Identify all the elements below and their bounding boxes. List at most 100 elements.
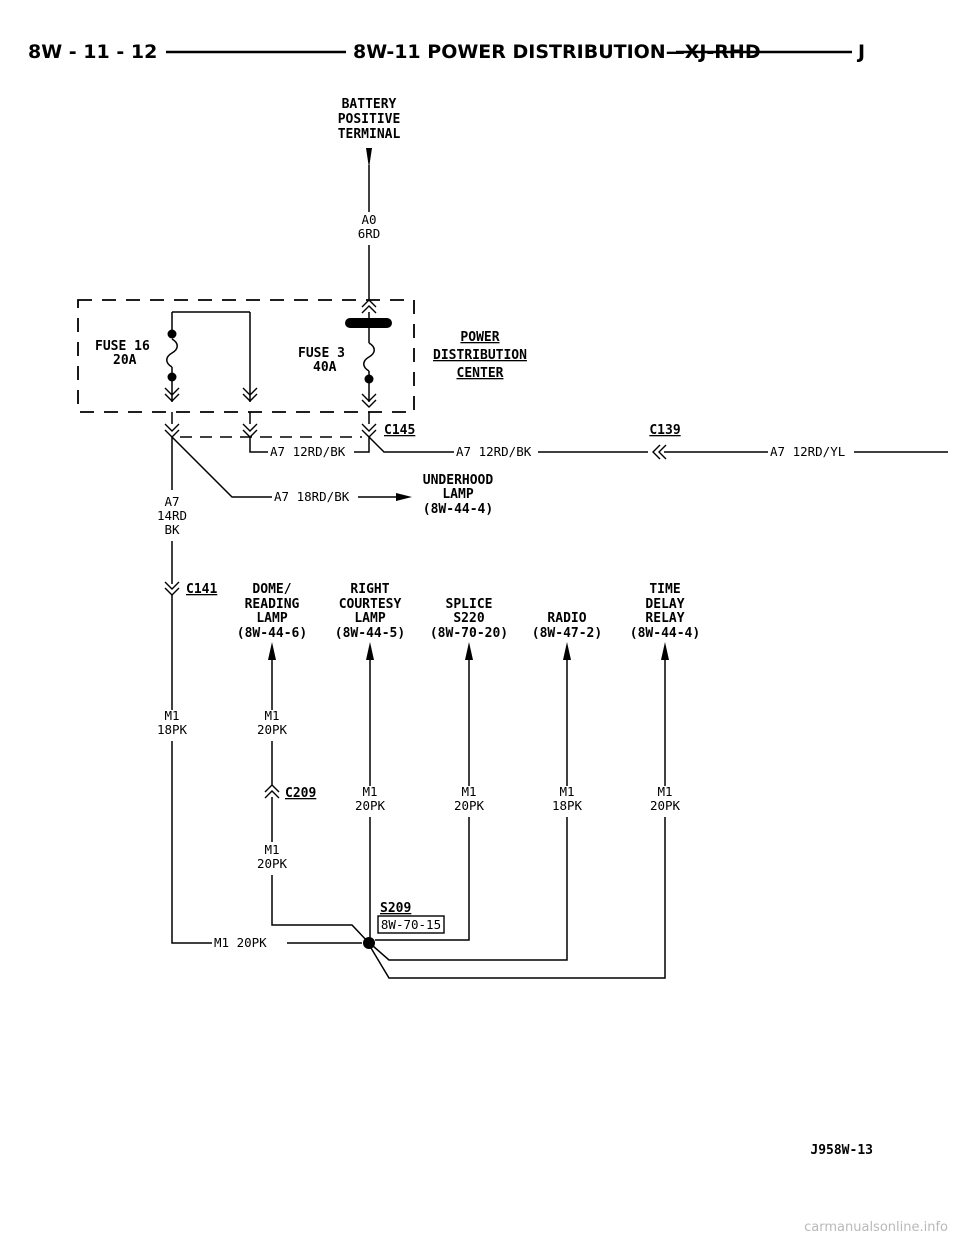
fuse3-element-icon [363, 342, 375, 372]
wire-splice-to-s209 [375, 817, 470, 941]
model-code: J [856, 41, 865, 63]
pdc-busbar-icon [345, 318, 392, 328]
wire-a7-12rd-bk-junction [354, 435, 454, 453]
dest-radio-line1: RADIO [547, 611, 586, 626]
wire-courtesy-gauge-color: 20PK [355, 798, 386, 813]
wire-a0-circuit: A0 [361, 212, 376, 227]
wire-a7-18rd-bk-label: A7 18RD/BK [274, 489, 350, 504]
c209-label: C209 [285, 786, 316, 801]
wire-a7-14rd-bk-gauge: 14RD [157, 508, 187, 523]
dest-courtesy-line2: COURTESY [339, 597, 402, 612]
wire-splice-circuit: M1 [461, 784, 476, 799]
c145-fuse16-pin-icon [164, 423, 180, 438]
dest-time-delay-relay: TIME DELAY RELAY (8W-44-4) [630, 582, 700, 641]
wire-radio-circuit: M1 [559, 784, 574, 799]
wire-m1-main-gauge-color: 18PK [157, 722, 188, 737]
underhood-lamp-line2: LAMP [442, 487, 473, 502]
wire-delay-to-s209 [370, 817, 666, 979]
dest-dome-ref: (8W-44-6) [237, 626, 307, 641]
bypass-output-connector-icon [242, 387, 258, 402]
wire-a7-12rd-bk-left-lead [249, 437, 268, 453]
battery-terminal-arrow-icon [366, 148, 372, 168]
c139-connector-icon [652, 444, 667, 460]
splice-s209-ref-box [377, 915, 445, 934]
pdc-outline [77, 299, 415, 413]
battery-positive-terminal: BATTERY POSITIVE TERMINAL [338, 97, 401, 168]
dome-lamp-arrow-icon [268, 642, 276, 660]
pdc-label-line1: POWER [460, 330, 499, 345]
dest-radio-ref: (8W-47-2) [532, 626, 602, 641]
underhood-lamp-arrow-icon [396, 493, 412, 501]
courtesy-lamp-arrow-icon [366, 642, 374, 660]
wire-a7-12rd-yl-label: A7 12RD/YL [770, 444, 845, 459]
wire-delay-gauge-color: 20PK [650, 798, 681, 813]
dest-delay-line1: TIME [649, 582, 680, 597]
wire-m1-20pk-bottom-label: M1 20PK [214, 935, 267, 950]
dest-courtesy-line3: LAMP [354, 611, 385, 626]
page-header: 8W - 11 - 12 8W-11 POWER DISTRIBUTION—XJ… [28, 41, 865, 63]
fuse16-output-connector-icon [164, 387, 180, 402]
wire-dome-lower-circuit: M1 [264, 842, 279, 857]
dest-splice-line2: S220 [453, 611, 484, 626]
battery-label-line3: TERMINAL [338, 127, 401, 142]
wire-splice-gauge-color: 20PK [454, 798, 485, 813]
dest-courtesy-ref: (8W-44-5) [335, 626, 405, 641]
c141-label: C141 [186, 582, 217, 597]
page-number: 8W - 11 - 12 [28, 41, 157, 63]
dest-dome-reading-lamp: DOME/ READING LAMP (8W-44-6) [237, 582, 307, 641]
wire-a7-18rd-bk-lead [171, 436, 272, 498]
page-title: 8W-11 POWER DISTRIBUTION—XJ-RHD [353, 41, 761, 63]
radio-arrow-icon [563, 642, 571, 660]
dest-radio: RADIO (8W-47-2) [532, 611, 602, 641]
dest-dome-line1: DOME/ [252, 582, 291, 597]
fuse16-name: FUSE 16 [95, 339, 150, 354]
figure-code: J958W-13 [810, 1143, 873, 1158]
c145-bypass-pin-icon [242, 423, 258, 438]
dest-delay-ref: (8W-44-4) [630, 626, 700, 641]
wire-a0-gauge-color: 6RD [358, 226, 381, 241]
dest-right-courtesy-lamp: RIGHT COURTESY LAMP (8W-44-5) [335, 582, 405, 641]
pdc-label-line2: DISTRIBUTION [433, 348, 527, 363]
fuse3-name: FUSE 3 [298, 346, 345, 361]
splice-s220-arrow-icon [465, 642, 473, 660]
wire-a7-14rd-bk-circuit: A7 [164, 494, 179, 509]
wire-dome-upper-circuit: M1 [264, 708, 279, 723]
wire-a7-12rd-bk-left-label: A7 12RD/BK [270, 444, 346, 459]
c145-label: C145 [384, 423, 415, 438]
wire-courtesy-circuit: M1 [362, 784, 377, 799]
wire-dome-lower-gauge-color: 20PK [257, 856, 288, 871]
fuse3-output-connector-icon [361, 393, 377, 408]
c145-fuse3-pin-icon [361, 423, 377, 438]
watermark-text: carmanualsonline.info [804, 1220, 948, 1235]
wire-a7-14rd-bk-color: BK [164, 522, 180, 537]
pdc-label-line3: CENTER [457, 366, 504, 381]
wire-dome-to-s209 [271, 875, 370, 944]
c209-connector-icon [264, 784, 280, 799]
underhood-lamp-ref: (8W-44-4) [423, 502, 493, 517]
dest-splice-line1: SPLICE [446, 597, 493, 612]
wire-radio-gauge-color: 18PK [552, 798, 583, 813]
fuse16-element-icon [166, 338, 178, 368]
dest-splice-ref: (8W-70-20) [430, 626, 508, 641]
dest-dome-line3: LAMP [256, 611, 287, 626]
dest-splice-s220: SPLICE S220 (8W-70-20) [430, 597, 508, 641]
dest-dome-line2: READING [245, 597, 300, 612]
wire-dome-upper-gauge-color: 20PK [257, 722, 288, 737]
fuse3-rating: 40A [313, 360, 337, 375]
splice-s209-label: S209 [380, 901, 411, 916]
dest-delay-line3: RELAY [645, 611, 684, 626]
wire-m1-main-circuit: M1 [164, 708, 179, 723]
wire-a7-12rd-bk-right-label: A7 12RD/BK [456, 444, 532, 459]
wire-delay-circuit: M1 [657, 784, 672, 799]
battery-label-line2: POSITIVE [338, 112, 401, 127]
battery-label-line1: BATTERY [342, 97, 397, 112]
dest-delay-line2: DELAY [645, 597, 684, 612]
fuse16-top-terminal-icon [167, 329, 177, 339]
time-delay-relay-arrow-icon [661, 642, 669, 660]
splice-s209-ref: 8W-70-15 [381, 917, 441, 932]
splice-s209-dot-icon [363, 937, 375, 949]
pdc-input-connector-icon [361, 299, 377, 314]
c139-label: C139 [649, 423, 680, 438]
